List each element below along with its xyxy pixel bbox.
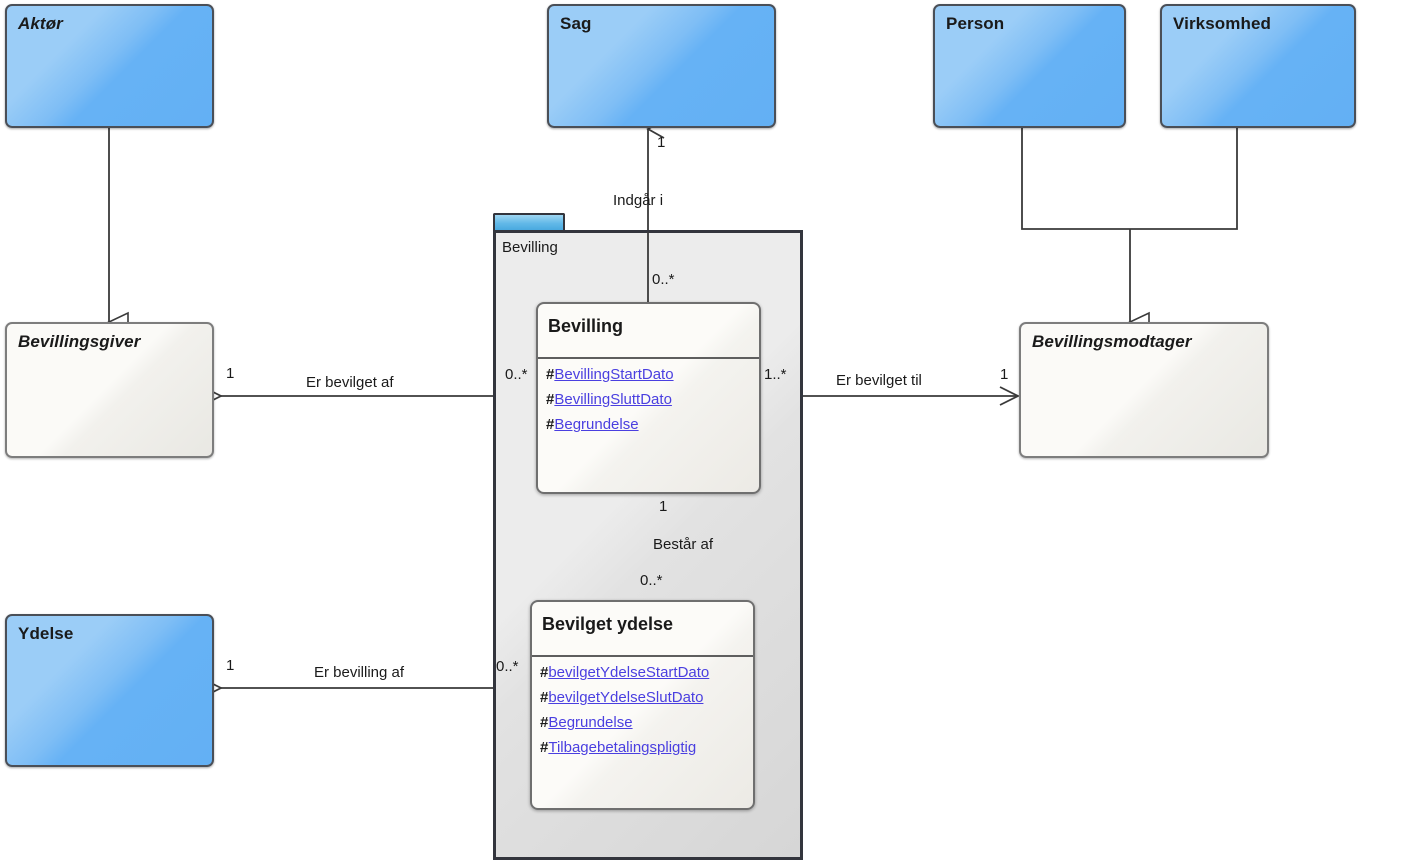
package-label: Bevilling bbox=[502, 239, 558, 256]
attribute-row: #Begrundelse bbox=[540, 710, 749, 735]
attribute-name: Begrundelse bbox=[548, 714, 633, 731]
class-bevilget-ydelse-attributes: #bevilgetYdelseStartDato #bevilgetYdelse… bbox=[540, 660, 749, 760]
class-virksomhed-title: Virksomhed bbox=[1173, 14, 1272, 33]
attribute-row: #BevillingStartDato bbox=[546, 362, 755, 387]
attribute-visibility: # bbox=[540, 689, 549, 706]
class-bevilget-ydelse-separator bbox=[532, 655, 753, 657]
class-sag[interactable]: Sag bbox=[547, 4, 776, 128]
multiplicity-er-bevilling-af-target: 1 bbox=[226, 657, 235, 674]
edge-label-bestaar-af: Består af bbox=[653, 536, 714, 553]
class-aktor[interactable]: Aktør bbox=[5, 4, 214, 128]
class-bevillingsmodtager[interactable]: Bevillingsmodtager bbox=[1019, 322, 1269, 458]
attribute-row: #Tilbagebetalingspligtig bbox=[540, 735, 749, 760]
attribute-name: bevilgetYdelseSlutDato bbox=[548, 689, 704, 706]
attribute-visibility: # bbox=[540, 664, 549, 681]
class-bevilling-attributes: #BevillingStartDato #BevillingSluttDato … bbox=[546, 362, 755, 437]
package-tab-bevilling bbox=[493, 213, 565, 230]
class-bevillingsgiver[interactable]: Bevillingsgiver bbox=[5, 322, 214, 458]
attribute-row: #bevilgetYdelseSlutDato bbox=[540, 685, 749, 710]
class-aktor-title: Aktør bbox=[18, 14, 63, 33]
edge-label-indgaar-i: Indgår i bbox=[613, 192, 664, 209]
attribute-visibility: # bbox=[546, 416, 555, 433]
edge-label-er-bevilling-af: Er bevilling af bbox=[314, 664, 405, 681]
edge-label-er-bevilget-til: Er bevilget til bbox=[836, 372, 922, 389]
class-person-title: Person bbox=[946, 14, 1005, 33]
multiplicity-bestaar-af-target: 0..* bbox=[640, 572, 663, 589]
attribute-row: #BevillingSluttDato bbox=[546, 387, 755, 412]
attribute-name: Begrundelse bbox=[554, 416, 639, 433]
multiplicity-bestaar-af-source: 1 bbox=[659, 498, 668, 515]
multiplicity-er-bevilget-af-target: 1 bbox=[226, 365, 235, 382]
multiplicity-indgaar-i-target: 1 bbox=[657, 134, 666, 151]
class-sag-title: Sag bbox=[560, 14, 592, 33]
attribute-visibility: # bbox=[540, 714, 549, 731]
class-bevilget-ydelse-name: Bevilget ydelse bbox=[542, 614, 674, 634]
attribute-name: Tilbagebetalingspligtig bbox=[548, 739, 697, 756]
attribute-row: #bevilgetYdelseStartDato bbox=[540, 660, 749, 685]
attribute-visibility: # bbox=[546, 366, 555, 383]
class-bevillingsmodtager-title: Bevillingsmodtager bbox=[1032, 332, 1192, 351]
class-bevilling-separator bbox=[538, 357, 759, 359]
class-bevilling-name: Bevilling bbox=[548, 316, 624, 336]
attribute-row: #Begrundelse bbox=[546, 412, 755, 437]
class-bevillingsgiver-title: Bevillingsgiver bbox=[18, 332, 141, 351]
multiplicity-er-bevilget-til-target: 1 bbox=[1000, 366, 1009, 383]
class-person[interactable]: Person bbox=[933, 4, 1126, 128]
multiplicity-er-bevilget-til-source: 1..* bbox=[764, 366, 787, 383]
edge-label-er-bevilget-af: Er bevilget af bbox=[306, 374, 394, 391]
class-ydelse[interactable]: Ydelse bbox=[5, 614, 214, 767]
class-bevilget-ydelse[interactable]: Bevilget ydelse #bevilgetYdelseStartDato… bbox=[530, 600, 755, 810]
multiplicity-er-bevilget-af-source: 0..* bbox=[505, 366, 528, 383]
attribute-visibility: # bbox=[546, 391, 555, 408]
class-ydelse-title: Ydelse bbox=[18, 624, 74, 643]
attribute-name: BevillingStartDato bbox=[554, 366, 674, 383]
attribute-name: BevillingSluttDato bbox=[554, 391, 672, 408]
edge-person-virksomhed-generalize-bevillingsmodtager bbox=[1021, 128, 1238, 333]
attribute-visibility: # bbox=[540, 739, 549, 756]
multiplicity-er-bevilling-af-source: 0..* bbox=[496, 658, 519, 675]
multiplicity-indgaar-i-source: 0..* bbox=[652, 271, 675, 288]
class-virksomhed[interactable]: Virksomhed bbox=[1160, 4, 1356, 128]
class-bevilling[interactable]: Bevilling #BevillingStartDato #Bevilling… bbox=[536, 302, 761, 494]
attribute-name: bevilgetYdelseStartDato bbox=[548, 664, 710, 681]
